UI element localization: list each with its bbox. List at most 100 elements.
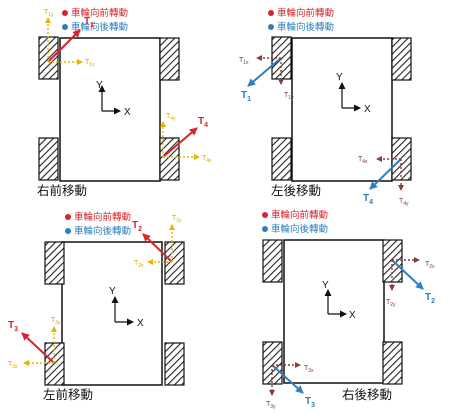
wheel-2 — [164, 241, 185, 285]
svg-text:T4: T4 — [198, 116, 208, 129]
label-t3x: T — [8, 361, 13, 368]
backward-dot — [268, 24, 274, 30]
label-t3x-sub: 3x — [12, 364, 18, 370]
y-axis-label: Y — [322, 280, 329, 291]
label-t4x-sub: 4x — [206, 158, 212, 164]
label-t4x: T — [358, 156, 363, 163]
label-t1y: T — [284, 92, 289, 99]
svg-text:T4y: T4y — [399, 198, 409, 207]
label-t1x-sub: 1x — [89, 62, 95, 68]
robot-body — [61, 241, 163, 386]
svg-text:T3: T3 — [8, 320, 18, 333]
label-t2-sub: 2 — [138, 226, 142, 233]
axes: Y X — [96, 80, 131, 118]
label-t3: T — [8, 320, 14, 331]
label-t4y-sub: 4y — [403, 201, 409, 207]
svg-text:T1x: T1x — [85, 59, 95, 68]
svg-text:T2x: T2x — [425, 261, 435, 270]
label-t1x: T — [85, 59, 90, 66]
label-t3-sub: 3 — [14, 326, 18, 333]
panel-front-right: Y X 車輪向前轉動 車輪向後轉動 T1 T1y T1x T4 T4y T4x … — [37, 7, 212, 198]
panel-rear-left: Y X 車輪向前轉動 車輪向後轉動 T1 T1x T1y T4 T4x T4y … — [239, 7, 412, 207]
panel-front-left: Y X 車輪向前轉動 車輪向後轉動 T2 T2y T2x T3 T3y T3x … — [8, 211, 185, 402]
label-t3y-sub: 3y — [270, 404, 276, 410]
label-t1-sub: 1 — [247, 96, 251, 103]
legend-forward: 車輪向前轉動 — [271, 209, 328, 221]
label-t2y: T — [386, 299, 391, 306]
force-t3 — [21, 332, 55, 364]
label-t2y-sub: 2y — [390, 302, 396, 308]
x-axis-label: X — [364, 104, 371, 115]
label-t1: T — [241, 90, 247, 101]
label-t2y-sub: 2y — [176, 218, 182, 224]
y-axis-label: Y — [96, 80, 103, 91]
label-t4y-sub: 4y — [170, 116, 176, 122]
wheel-3 — [262, 341, 283, 385]
wheel-4 — [164, 342, 185, 386]
force-t3 — [271, 364, 304, 394]
label-t3y: T — [51, 317, 56, 324]
label-t2x: T — [134, 260, 139, 267]
label-t4: T — [198, 116, 204, 127]
forward-dot — [62, 10, 68, 16]
forward-dot — [65, 214, 71, 220]
force-t2 — [142, 233, 173, 263]
wheel-2 — [159, 37, 180, 81]
label-t2x-sub: 2x — [138, 263, 144, 269]
force-t4 — [162, 127, 198, 158]
svg-text:T1y: T1y — [44, 9, 54, 18]
svg-text:T2: T2 — [425, 292, 435, 305]
label-t1y-sub: 1y — [48, 12, 54, 18]
svg-text:T3y: T3y — [51, 317, 61, 326]
force-t1 — [247, 57, 282, 87]
label-t3x: T — [304, 365, 309, 372]
svg-text:T4x: T4x — [358, 156, 368, 165]
label-t3y: T — [266, 401, 271, 408]
label-t3x-sub: 3x — [308, 368, 314, 374]
panel-caption: 右前移動 — [37, 183, 87, 198]
legend: 車輪向前轉動 車輪向後轉動 — [268, 7, 334, 33]
legend-forward: 車輪向前轉動 — [277, 7, 334, 19]
label-t1x-sub: 1x — [243, 60, 249, 66]
svg-text:T4y: T4y — [166, 113, 176, 122]
svg-text:T3x: T3x — [8, 361, 18, 370]
label-t4x-sub: 4x — [362, 159, 368, 165]
label-t4-sub: 4 — [204, 122, 208, 129]
legend-backward: 車輪向後轉動 — [277, 21, 334, 33]
x-axis-label: X — [137, 318, 144, 329]
y-axis-label: Y — [336, 72, 343, 83]
svg-text:T1y: T1y — [284, 92, 294, 101]
robot-body — [59, 37, 161, 182]
force-t2 — [391, 259, 424, 290]
wheel-4 — [382, 341, 403, 385]
force-t1 — [47, 29, 81, 63]
label-t3-sub: 3 — [311, 402, 315, 409]
svg-text:T2: T2 — [132, 220, 142, 233]
svg-text:T2y: T2y — [172, 215, 182, 224]
legend: 車輪向前轉動 車輪向後轉動 — [262, 209, 328, 235]
label-t2x-sub: 2x — [429, 264, 435, 270]
svg-text:T2x: T2x — [134, 260, 144, 269]
label-t2-sub: 2 — [431, 298, 435, 305]
robot-body — [283, 239, 385, 384]
legend-backward: 車輪向後轉動 — [71, 21, 128, 33]
svg-text:T4: T4 — [363, 193, 373, 206]
svg-text:T3x: T3x — [304, 365, 314, 374]
label-t2: T — [425, 292, 431, 303]
backward-dot — [262, 226, 268, 232]
label-t1y-sub: 1y — [288, 95, 294, 101]
svg-text:T1x: T1x — [239, 57, 249, 66]
x-axis-label: X — [124, 107, 131, 118]
label-t4x: T — [202, 155, 207, 162]
label-t3: T — [305, 396, 311, 407]
label-t2y: T — [172, 215, 177, 222]
backward-dot — [62, 24, 68, 30]
svg-text:T2y: T2y — [386, 299, 396, 308]
label-t1-sub: 1 — [90, 22, 94, 29]
panel-caption: 右後移動 — [342, 387, 392, 402]
legend: 車輪向前轉動 車輪向後轉動 — [65, 211, 131, 237]
legend: 車輪向前轉動 車輪向後轉動 — [62, 7, 128, 33]
forward-dot — [268, 10, 274, 16]
x-axis-label: X — [349, 310, 356, 321]
axes: Y X — [336, 72, 371, 115]
